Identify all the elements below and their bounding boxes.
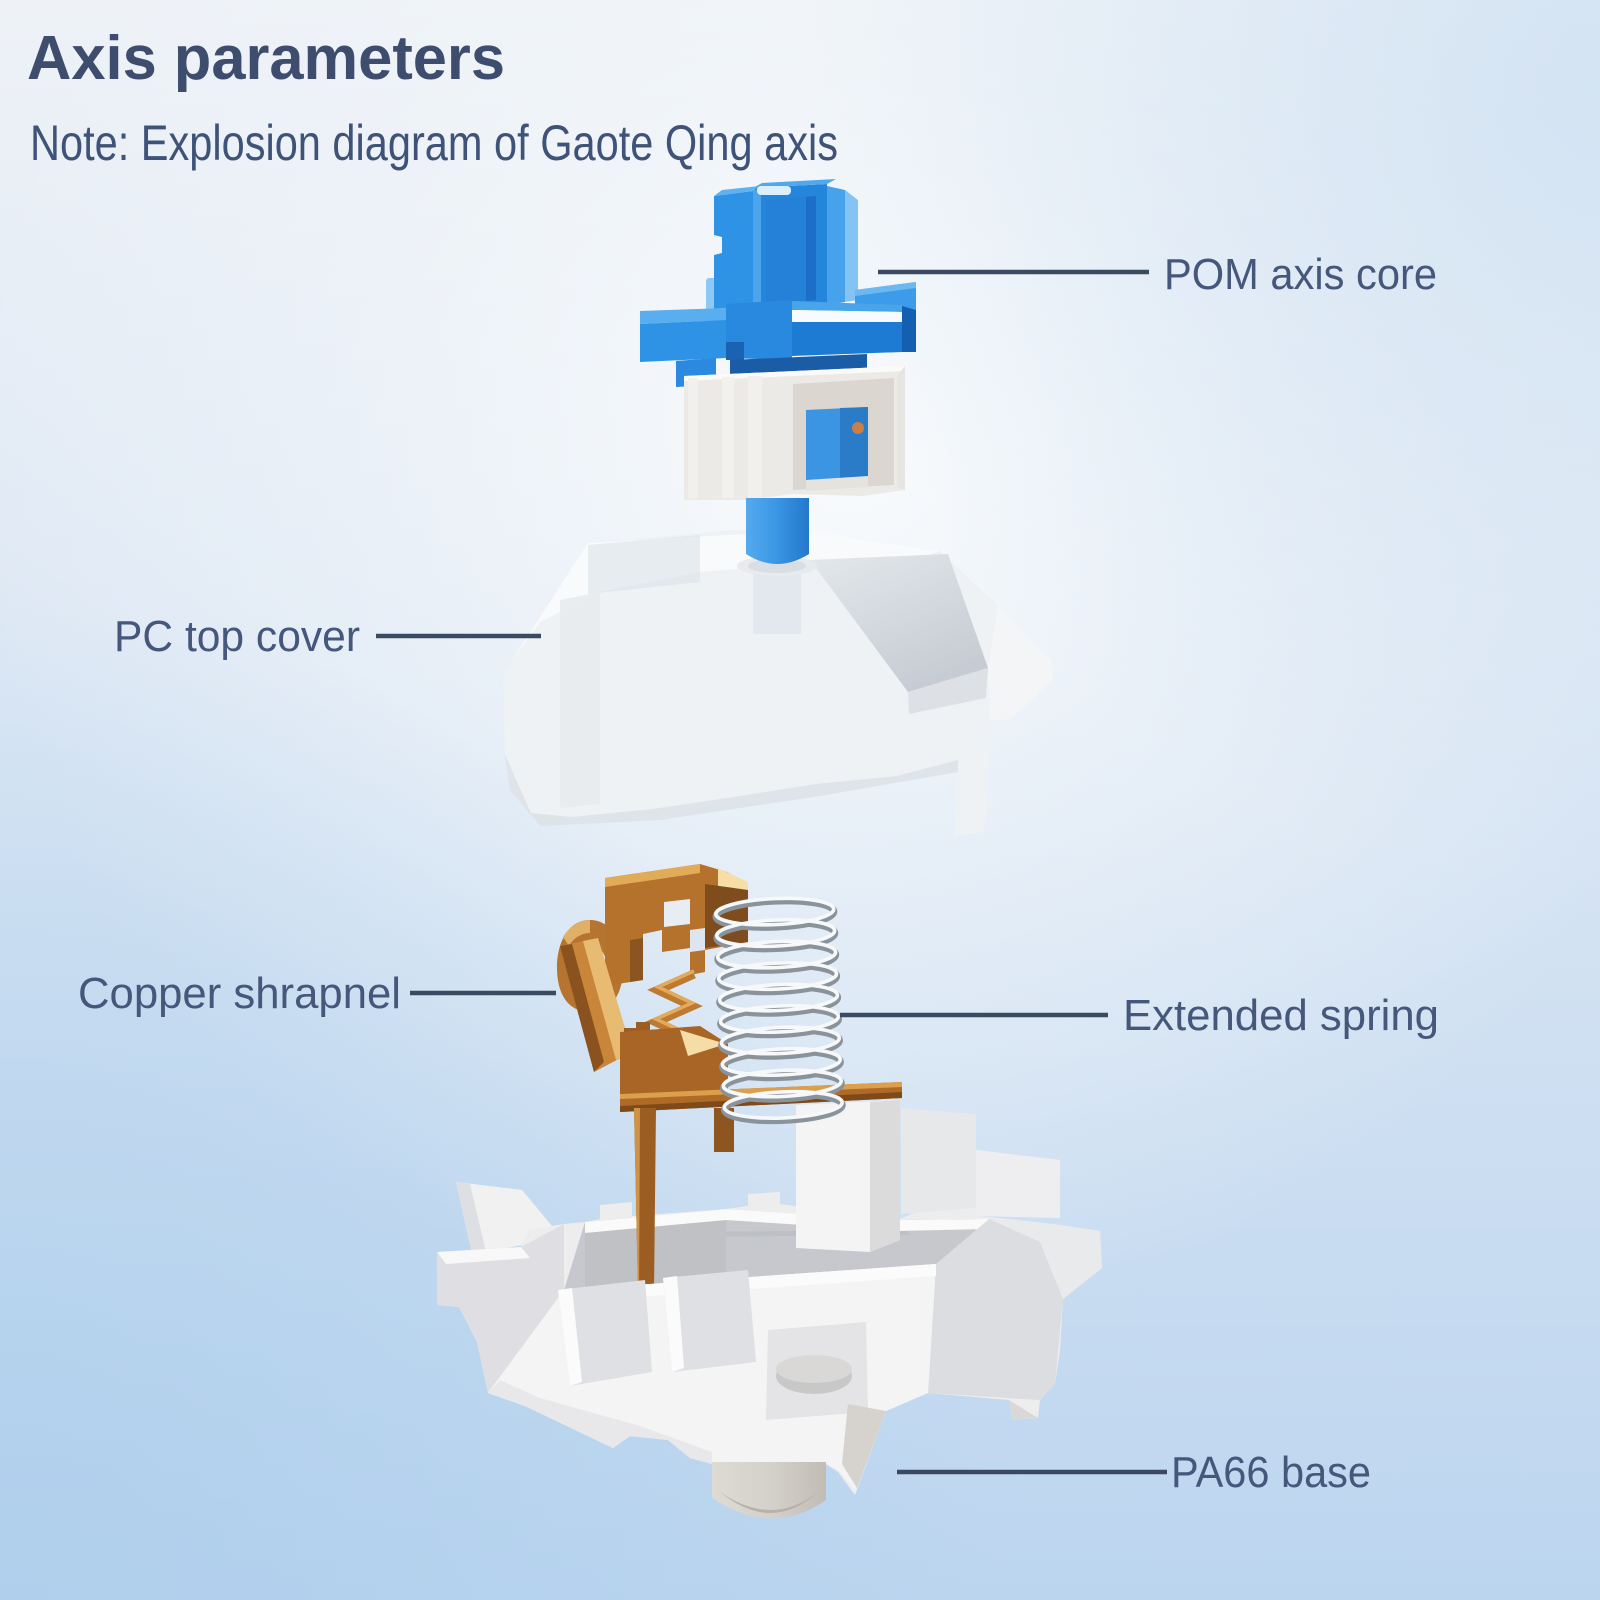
svg-text:Axis parameters: Axis parameters bbox=[27, 24, 505, 93]
svg-text:Copper shrapnel: Copper shrapnel bbox=[78, 969, 401, 1018]
svg-text:POM axis core: POM axis core bbox=[1164, 250, 1437, 299]
svg-text:Extended spring: Extended spring bbox=[1123, 991, 1439, 1040]
svg-text:PA66 base: PA66 base bbox=[1171, 1448, 1371, 1497]
svg-text:Note: Explosion diagram of Gao: Note: Explosion diagram of Gaote Qing ax… bbox=[30, 115, 838, 171]
svg-text:PC top cover: PC top cover bbox=[114, 612, 360, 661]
